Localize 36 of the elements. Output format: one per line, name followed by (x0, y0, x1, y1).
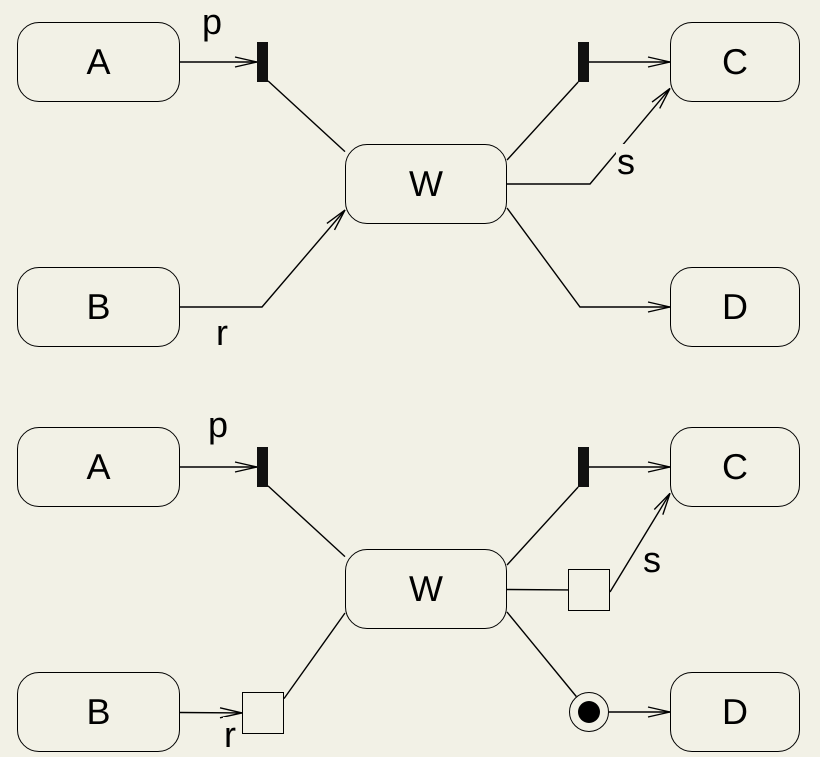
state-name: A (86, 449, 110, 485)
transition-arrow (180, 209, 346, 308)
state-name: C (722, 449, 748, 485)
state-box (670, 22, 800, 102)
state-box (17, 22, 180, 102)
synchronization-bar (578, 447, 589, 487)
transition-arrow (609, 706, 671, 718)
transition-arrow (609, 492, 671, 592)
state-name: D (722, 289, 748, 325)
transition-arrow (507, 88, 671, 185)
junction-square (568, 569, 610, 611)
state-box (345, 549, 507, 629)
state-name: B (86, 289, 110, 325)
state-box (17, 267, 180, 347)
synchronization-bar (257, 42, 268, 82)
synchronization-bar (578, 42, 589, 82)
state-box (345, 144, 507, 224)
state-box (670, 672, 800, 752)
transition-arrow (506, 208, 671, 313)
state-box (17, 672, 180, 752)
state-name: B (86, 694, 110, 730)
state-box (17, 427, 180, 507)
transition-arrow (180, 461, 258, 473)
state-box (670, 427, 800, 507)
state-name: W (409, 166, 443, 202)
transition-arrow (589, 56, 671, 68)
state-name: C (722, 44, 748, 80)
junction-square (242, 692, 284, 734)
state-name: A (86, 44, 110, 80)
transition-arrow (180, 56, 258, 68)
synchronization-bar (257, 447, 268, 487)
transition-arrow (589, 461, 671, 473)
state-name: W (409, 571, 443, 607)
state-box (670, 267, 800, 347)
transition-arrow (180, 707, 243, 718)
state-name: D (722, 694, 748, 730)
